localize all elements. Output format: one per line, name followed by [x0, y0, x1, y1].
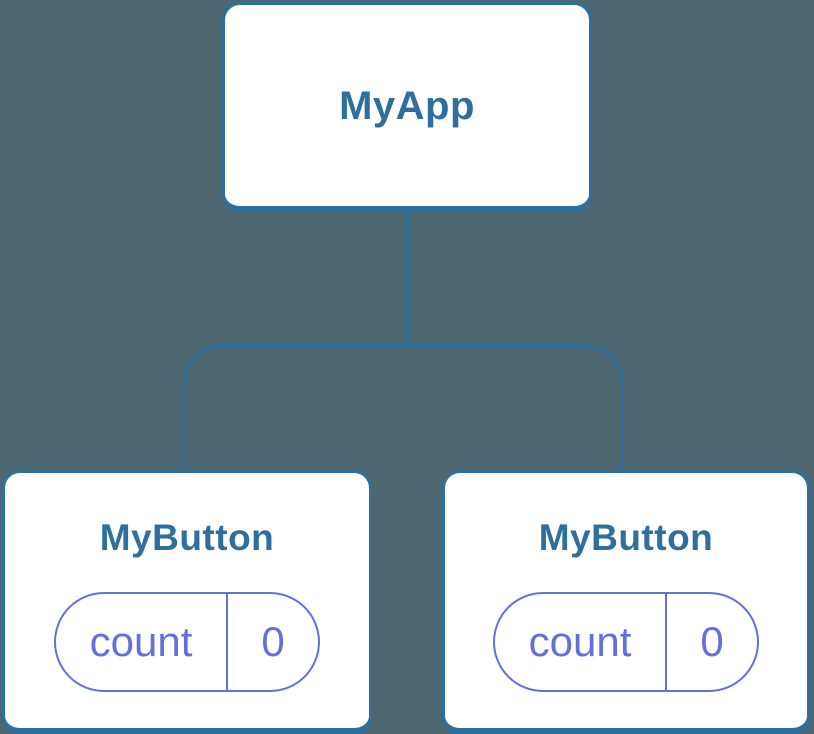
state-name: count — [495, 593, 667, 690]
connector-bracket — [183, 344, 624, 470]
state-pill: count 0 — [54, 591, 320, 692]
state-pill: count 0 — [493, 591, 759, 692]
child-node-mybutton-right: MyButton count 0 — [442, 470, 810, 734]
node-title: MyButton — [538, 517, 714, 558]
child-node-mybutton-left: MyButton count 0 — [2, 470, 372, 734]
state-value: 0 — [700, 617, 724, 665]
node-title: MyApp — [339, 83, 475, 128]
root-node-myapp: MyApp — [222, 2, 592, 212]
state-value: 0 — [261, 617, 285, 665]
connector-stem — [405, 212, 409, 346]
state-name: count — [56, 593, 228, 690]
node-title: MyButton — [99, 517, 275, 558]
